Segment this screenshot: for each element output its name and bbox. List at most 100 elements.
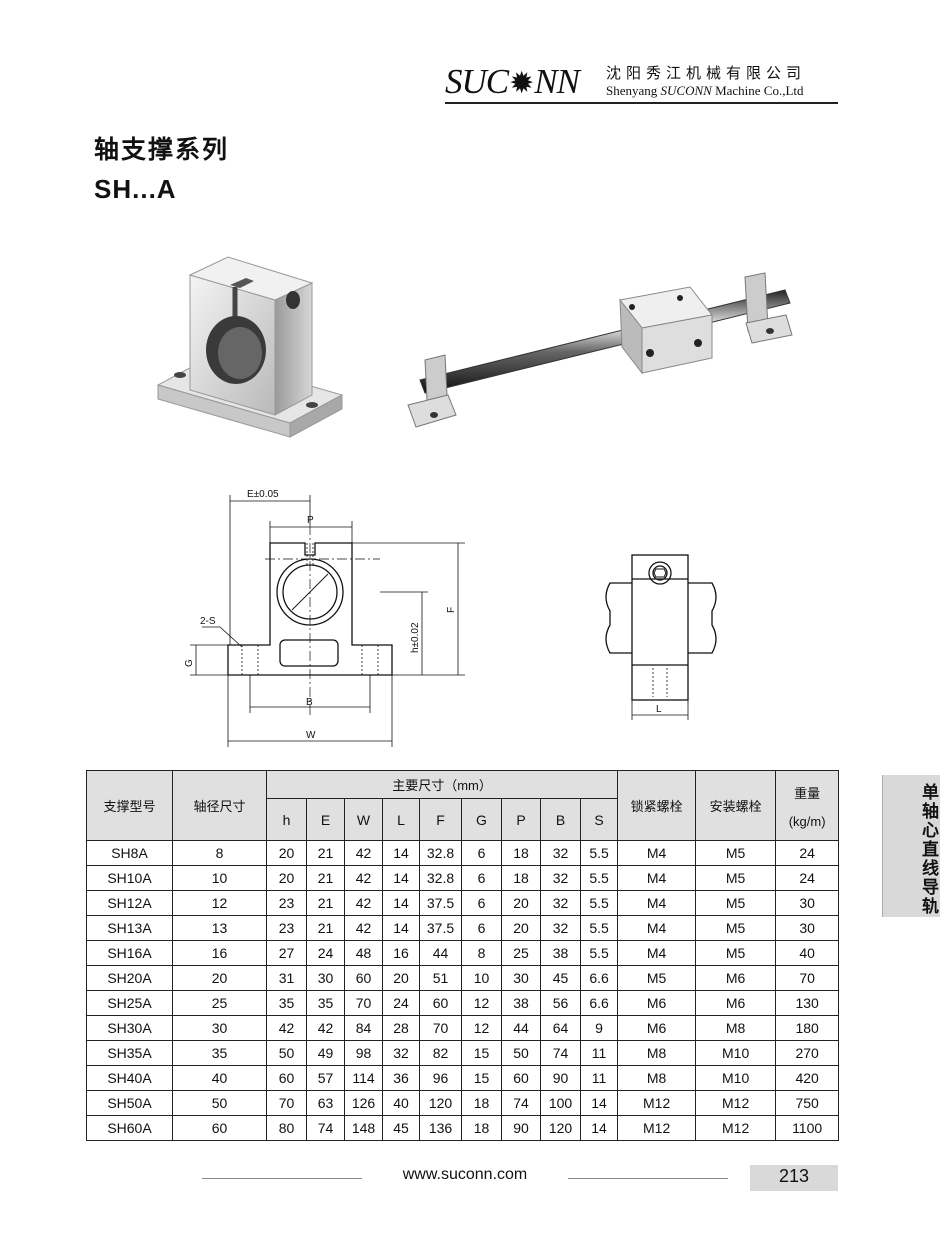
dim-col-header: S [579,798,619,841]
dim-col-header: B [540,798,581,841]
brand-logo: SUC✹NN [445,62,580,102]
table-cell: 5.5 [579,865,619,891]
table-cell: 25 [501,940,541,966]
page-title: 轴支撑系列 [94,135,230,164]
table-cell: SH50A [86,1090,173,1116]
table-cell: 42 [344,915,383,941]
col-shaft-header: 轴径尺寸 [172,770,267,841]
table-cell: 24 [382,990,420,1016]
table-cell: 50 [172,1090,267,1116]
table-cell: 60 [419,990,462,1016]
table-cell: 21 [306,915,345,941]
table-cell: 31 [266,965,307,991]
table-cell: 37.5 [419,890,462,916]
company-en-suffix: Machine Co.,Ltd [711,83,804,98]
table-cell: 42 [306,1015,345,1041]
table-cell: 270 [775,1040,840,1066]
table-cell: 23 [266,890,307,916]
table-cell: 51 [419,965,462,991]
col-model-header: 支撑型号 [86,770,173,841]
dim-g-label: G [184,659,195,667]
col-main-dims-header: 主要尺寸（mm） [265,770,619,799]
table-cell: 84 [344,1015,383,1041]
table-cell: 44 [501,1015,541,1041]
table-cell: 130 [775,990,840,1016]
section-tab: 单轴心直线导轨 [882,775,940,917]
dim-col-header: L [382,798,420,841]
header-divider [445,102,838,104]
company-en-brand: SUCONN [660,83,712,98]
col-weight-header: 重量(kg/m) [775,770,840,841]
dim-col-header: E [306,798,345,841]
table-cell: 5.5 [579,940,619,966]
table-cell: 42 [266,1015,307,1041]
table-cell: 74 [540,1040,581,1066]
table-cell: 18 [461,1115,502,1141]
table-cell: SH60A [86,1115,173,1141]
table-cell: 18 [501,865,541,891]
table-cell: 28 [382,1015,420,1041]
table-cell: 15 [461,1040,502,1066]
table-cell: 38 [501,990,541,1016]
table-cell: 10 [172,865,267,891]
table-cell: 6 [461,865,502,891]
table-cell: 10 [461,965,502,991]
table-cell: M4 [617,940,697,966]
table-cell: 5.5 [579,890,619,916]
table-cell: M4 [617,890,697,916]
table-cell: 60 [266,1065,307,1091]
table-cell: 56 [540,990,581,1016]
table-cell: 35 [306,990,345,1016]
footer-divider-left [202,1178,362,1179]
table-cell: M4 [617,865,697,891]
table-cell: 11 [579,1065,619,1091]
table-cell: 80 [266,1115,307,1141]
dim-2s-label: 2-S [200,616,216,627]
table-cell: 23 [266,915,307,941]
logo-text-right: NN [534,62,580,101]
table-cell: 42 [344,890,383,916]
table-cell: 27 [266,940,307,966]
table-cell: M5 [695,915,777,941]
table-cell: 9 [579,1015,619,1041]
table-cell: 12 [172,890,267,916]
dim-e-label: E±0.05 [247,489,279,500]
table-cell: 750 [775,1090,840,1116]
table-cell: 5.5 [579,915,619,941]
table-cell: 36 [382,1065,420,1091]
table-cell: 180 [775,1015,840,1041]
table-cell: 21 [306,840,345,866]
table-cell: 42 [344,840,383,866]
table-cell: 14 [382,915,420,941]
section-tab-label: 单轴心直线导轨 [918,783,938,916]
table-cell: 120 [419,1090,462,1116]
table-cell: 30 [501,965,541,991]
table-cell: 35 [266,990,307,1016]
company-name-cn: 沈阳秀江机械有限公司 [606,64,807,82]
table-cell: M4 [617,840,697,866]
table-cell: 32 [540,915,581,941]
table-cell: 148 [344,1115,383,1141]
table-cell: 63 [306,1090,345,1116]
company-en-prefix: Shenyang [606,83,661,98]
table-cell: 70 [344,990,383,1016]
company-name-en: Shenyang SUCONN Machine Co.,Ltd [606,83,804,99]
footer-divider-right [568,1178,728,1179]
table-cell: M12 [617,1115,697,1141]
table-cell: 20 [172,965,267,991]
dim-p-label: P [307,515,314,526]
table-cell: 40 [172,1065,267,1091]
table-cell: M5 [695,940,777,966]
table-cell: 50 [266,1040,307,1066]
table-cell: 40 [382,1090,420,1116]
table-cell: M8 [617,1040,697,1066]
